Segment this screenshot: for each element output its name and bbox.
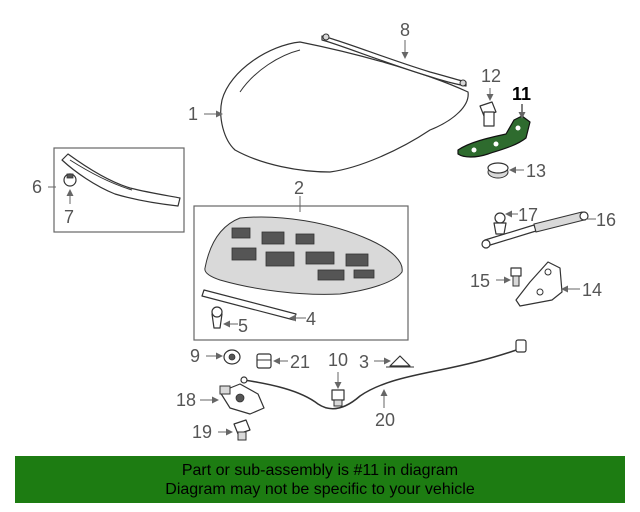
part-latch-bolt (233, 419, 251, 441)
part-hood-hinge-highlighted (457, 115, 531, 158)
callout-18: 18 (176, 390, 196, 410)
selection-notice-banner: Part or sub-assembly is #11 in diagram D… (15, 456, 625, 503)
callout-13: 13 (526, 161, 546, 181)
callout-12: 12 (481, 66, 501, 86)
part-hinge-bolt (479, 101, 497, 127)
callout-3: 3 (359, 352, 369, 372)
banner-line-part: Part or sub-assembly is #11 in diagram (181, 462, 459, 479)
callout-5: 5 (238, 316, 248, 336)
group-box-front-seal (53, 147, 185, 233)
callout-15: 15 (470, 271, 490, 291)
callout-7: 7 (64, 207, 74, 227)
part-insulator-push-pin (211, 306, 223, 329)
callout-1: 1 (188, 104, 198, 124)
callout-2: 2 (294, 178, 304, 198)
part-hinge-mount-bolt (510, 267, 522, 287)
part-hinge-bracket (515, 261, 563, 307)
callout-20: 20 (375, 410, 395, 430)
group-box-insulator (193, 205, 409, 341)
callout-16: 16 (596, 210, 616, 230)
part-hood-seal (321, 33, 467, 87)
callout-10: 10 (328, 350, 348, 370)
part-strut-ball-stud (493, 212, 507, 235)
callout-19: 19 (192, 422, 212, 442)
part-seal-clip (63, 173, 77, 187)
part-hood-release-cable (240, 339, 527, 410)
part-cable-grommet (223, 349, 241, 365)
part-hood-panel (220, 41, 469, 173)
callout-14: 14 (582, 280, 602, 300)
callout-8: 8 (400, 20, 410, 40)
part-cable-clip (256, 353, 272, 369)
callout-6: 6 (32, 177, 42, 197)
part-hood-latch (219, 383, 265, 415)
part-hood-lift-strut (481, 211, 589, 249)
banner-line-disclaimer: Diagram may not be specific to your vehi… (165, 481, 475, 498)
callout-11: 11 (512, 84, 531, 104)
callout-4: 4 (306, 309, 316, 329)
part-cable-retainer (386, 355, 414, 368)
callout-9: 9 (190, 346, 200, 366)
part-release-handle-fastener (331, 389, 345, 407)
part-hood-bumper (487, 162, 509, 179)
exploded-parts-diagram: 1 8 6 7 2 4 5 (32, 20, 616, 442)
part-hood-insulator (204, 216, 403, 295)
callout-17: 17 (518, 205, 538, 225)
part-front-seal (61, 153, 181, 207)
callout-21: 21 (290, 352, 310, 372)
